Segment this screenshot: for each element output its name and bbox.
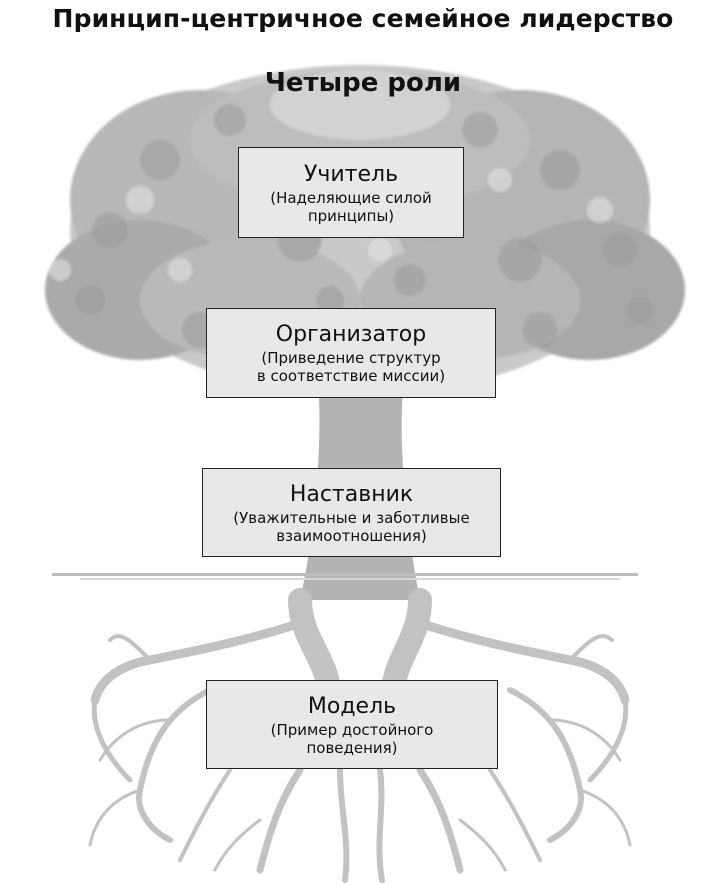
ground-line (52, 573, 638, 580)
diagram-subtitle: Четыре роли (264, 68, 462, 98)
role-name: Модель (307, 693, 397, 719)
role-description-line: поведения) (306, 738, 398, 757)
role-description-line: принципы) (307, 206, 395, 225)
role-name: Наставник (289, 481, 414, 507)
role-name: Учитель (303, 161, 399, 187)
role-description-line: (Пример достойного (270, 720, 434, 739)
role-box-teacher: Учитель (Наделяющие силой принципы) (238, 147, 464, 238)
role-box-organizer: Организатор (Приведение структур в соотв… (206, 308, 496, 398)
page-title: Принцип-центричное семейное лидерство (52, 4, 674, 33)
role-description-line: в соответствие миссии) (256, 367, 446, 385)
role-description-line: (Наделяющие силой (270, 188, 432, 207)
tree-roots (88, 588, 632, 883)
role-description-line: (Уважительные и заботливые (233, 508, 470, 527)
role-name: Организатор (275, 322, 427, 347)
role-box-model: Модель (Пример достойного поведения) (206, 680, 498, 769)
role-description-line: взаимоотношения) (276, 526, 427, 545)
role-description-line: (Приведение структур (261, 349, 441, 367)
role-box-mentor: Наставник (Уважительные и заботливые вза… (202, 468, 501, 557)
